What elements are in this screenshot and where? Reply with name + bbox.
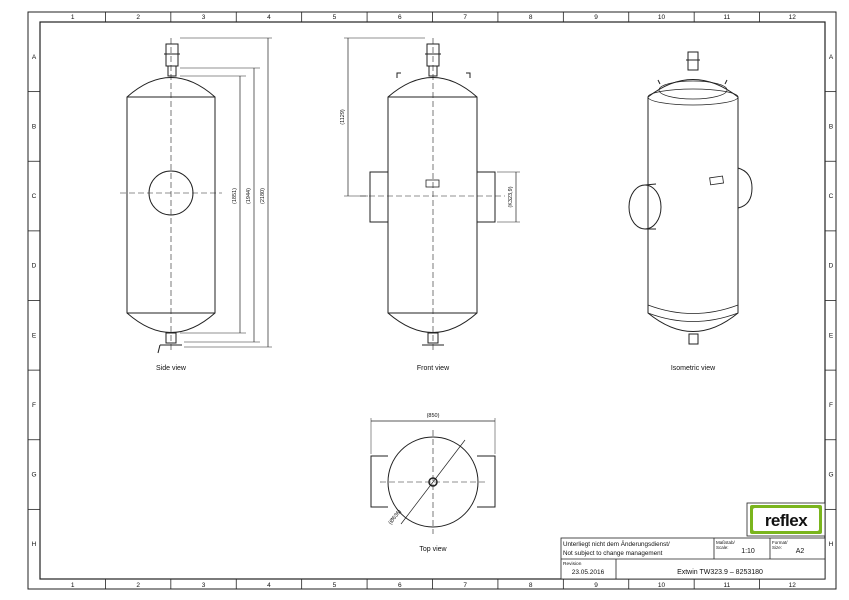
dim-1944: (1944): [246, 188, 252, 204]
format-value: A2: [796, 548, 805, 555]
front-brand-plate: [425, 179, 440, 188]
iso-right-nozzle: [737, 167, 753, 209]
front-right-nozzle: [476, 171, 496, 223]
top-left-nozzle: [370, 455, 388, 508]
front-view-label: Front view: [417, 365, 450, 372]
top-vessel-circle: [387, 436, 479, 528]
grid-col-label-top: 6: [398, 14, 402, 21]
grid-col-label-bottom: 1: [71, 582, 75, 589]
iso-view-label: Isometric view: [671, 365, 716, 372]
grid-row-label-right: A: [829, 54, 834, 61]
front-vessel-body: [387, 77, 478, 333]
grid-col-label-top: 1: [71, 14, 75, 21]
iso-left-nozzle: [628, 184, 662, 230]
iso-vessel-body: [647, 79, 739, 332]
grid-col-label-top: 2: [136, 14, 140, 21]
grid-row-label-right: F: [829, 402, 833, 409]
revision-label: Revision: [563, 561, 582, 567]
top-view-label: Top view: [419, 546, 447, 553]
grid-col-label-top: 3: [202, 14, 206, 21]
side-drain: [165, 332, 177, 344]
dim-2180: (2180): [260, 188, 266, 204]
side-view: [120, 37, 272, 354]
grid-col-label-top: 7: [463, 14, 467, 21]
format-label-en: Size:: [772, 545, 782, 550]
product-designation: Extwin TW323.9 – 8253180: [677, 569, 763, 576]
grid-row-label-right: G: [828, 472, 833, 479]
brand-logo-text: reflex: [765, 511, 808, 530]
format-label: Format/: [772, 540, 788, 545]
notice-en: Not subject to change management: [563, 550, 663, 557]
scale-label-en: Scale:: [716, 545, 729, 550]
title-block: [560, 502, 826, 580]
grid-row-label-left: B: [32, 123, 36, 130]
dim-nozzle: (K323,9): [508, 186, 514, 207]
notice-de: Unterliegt nicht dem Änderungsdienst/: [563, 540, 670, 548]
grid-col-label-bottom: 7: [463, 582, 467, 589]
grid-col-label-top: 4: [267, 14, 271, 21]
grid-row-label-right: B: [829, 123, 833, 130]
grid-col-label-top: 12: [789, 14, 797, 21]
revision-date: 23.05.2016: [572, 569, 605, 576]
front-drain: [427, 332, 439, 344]
grid-col-label-bottom: 8: [529, 582, 533, 589]
scale-value: 1:10: [741, 548, 755, 555]
grid-col-label-bottom: 5: [333, 582, 337, 589]
grid-col-label-bottom: 4: [267, 582, 271, 589]
isometric-view: [628, 51, 753, 345]
grid-row-label-right: D: [829, 263, 834, 270]
front-left-nozzle: [369, 171, 389, 223]
top-view: [370, 418, 496, 534]
front-view: [344, 37, 520, 350]
iso-brand-plate: [709, 175, 724, 186]
grid-col-label-top: 10: [658, 14, 666, 21]
dim-1129: (1129): [340, 109, 346, 125]
dim-850: (850): [427, 413, 440, 419]
grid-col-label-bottom: 2: [136, 582, 140, 589]
grid-row-label-right: E: [829, 332, 834, 339]
grid-row-label-left: G: [31, 472, 36, 479]
dim-1851: (1851): [232, 188, 238, 204]
grid-row-label-right: H: [829, 541, 834, 548]
grid-row-label-left: H: [32, 541, 37, 548]
grid-col-label-bottom: 3: [202, 582, 206, 589]
side-vent-valve: [165, 43, 179, 67]
dim-636: (Ø636): [388, 509, 403, 526]
grid-row-label-left: D: [32, 263, 37, 270]
inner-frame: [39, 21, 826, 580]
side-view-label: Side view: [156, 365, 187, 372]
grid-row-label-left: A: [32, 54, 37, 61]
grid-col-label-bottom: 6: [398, 582, 402, 589]
grid-col-label-bottom: 9: [594, 582, 598, 589]
grid-row-label-left: C: [32, 193, 37, 200]
grid-row-label-left: E: [32, 332, 37, 339]
grid-col-label-top: 8: [529, 14, 533, 21]
iso-vent-valve: [687, 51, 699, 71]
grid-col-label-bottom: 10: [658, 582, 666, 589]
outer-frame: [27, 11, 837, 590]
grid-col-label-bottom: 11: [724, 582, 731, 589]
scale-label: Maßstab/: [716, 540, 736, 545]
grid-row-label-right: C: [829, 193, 834, 200]
grid-col-label-top: 9: [594, 14, 598, 21]
grid-col-label-bottom: 12: [789, 582, 797, 589]
top-right-nozzle: [477, 455, 496, 508]
grid-row-label-left: F: [32, 402, 36, 409]
grid-col-label-top: 11: [724, 14, 731, 21]
grid-col-label-top: 5: [333, 14, 337, 21]
